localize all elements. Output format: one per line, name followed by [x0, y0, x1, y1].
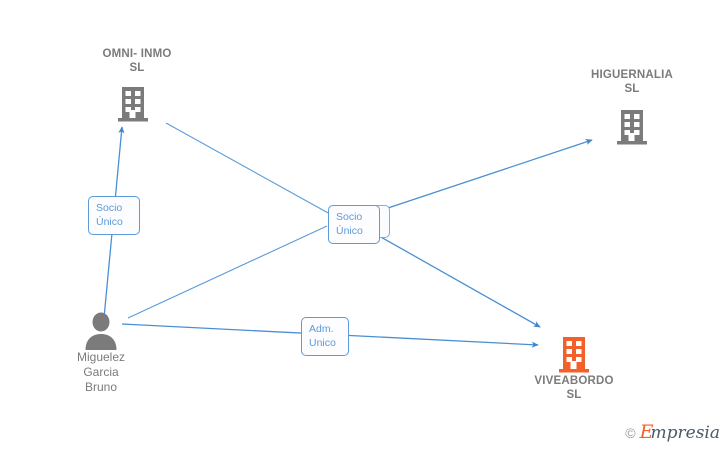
edge-label-adm-unico[interactable]: Adm. Unico	[301, 317, 349, 356]
node-viveabordo[interactable]	[553, 333, 595, 375]
node-label-higuernalia: HIGUERNALIA SL	[590, 69, 674, 95]
node-omni-inmo[interactable]	[112, 82, 154, 124]
edge-person-to-hub	[127, 225, 328, 319]
node-label-omni-inmo: OMNI- INMO SL	[102, 48, 172, 74]
building-icon	[559, 337, 589, 373]
brand-name: Empresia	[639, 421, 720, 443]
edge-hub-to-higuernalia	[387, 139, 593, 209]
edge-hub-to-viveabordo	[371, 231, 541, 328]
building-icon	[617, 110, 647, 145]
node-label-viveabordo: VIVEABORDO SL	[534, 375, 614, 401]
empresia-watermark: © Empresia	[625, 423, 720, 442]
edge-label-socio-unico-center[interactable]: Socio Único	[328, 205, 380, 244]
copyright-icon: ©	[625, 424, 636, 441]
node-higuernalia[interactable]	[611, 105, 653, 147]
edge-label-socio-unico-left[interactable]: Socio Único	[88, 196, 140, 235]
person-icon	[85, 312, 117, 350]
building-icon	[118, 87, 148, 122]
node-label-miguelez-garcia-bruno: Miguelez Garcia Bruno	[76, 350, 126, 394]
node-miguelez-garcia-bruno[interactable]	[82, 310, 120, 350]
edge-omni-to-hub	[165, 122, 331, 215]
